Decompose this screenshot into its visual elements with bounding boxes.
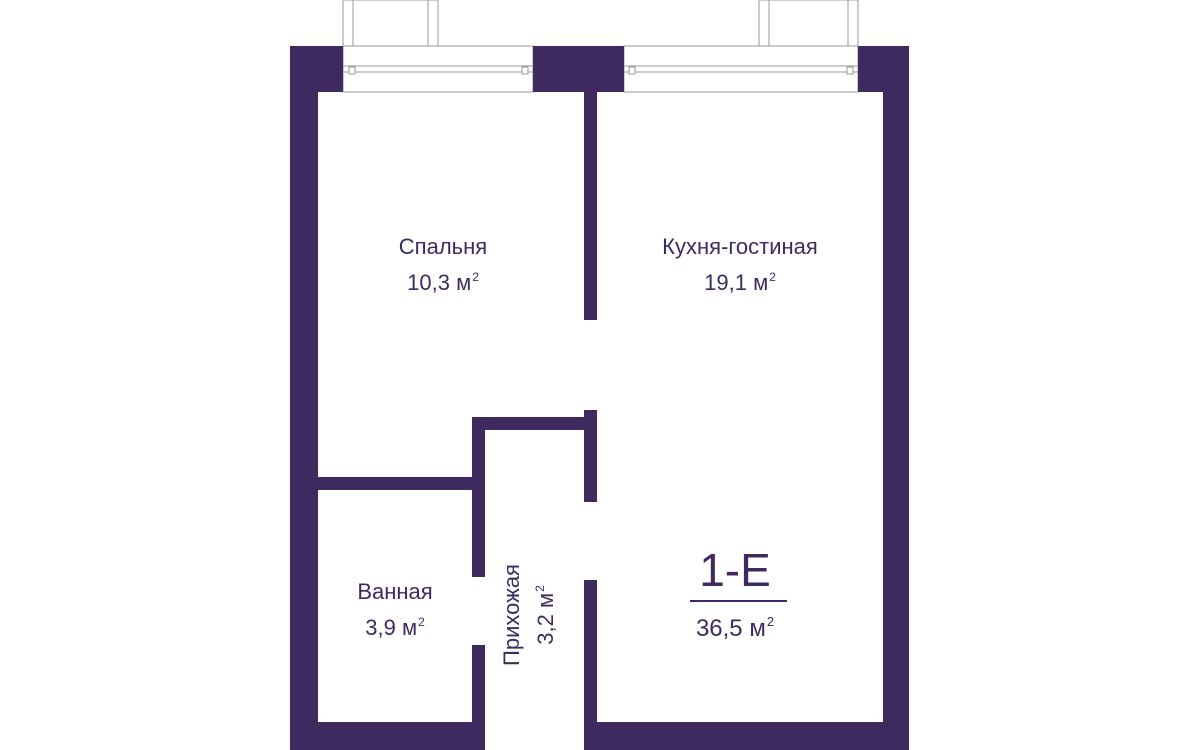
room-area-hallway: 3,2 м2 <box>526 564 560 666</box>
room-name-bedroom: Спальня <box>398 234 488 259</box>
room-area-value: 10,3 <box>407 270 450 295</box>
wall-bedroom-bath <box>318 477 485 490</box>
area-unit-power: 2 <box>418 615 425 629</box>
room-area-value: 19,1 <box>704 270 747 295</box>
wall-top-middle-pier <box>533 46 624 92</box>
wall-hall-left-lower <box>472 645 485 735</box>
area-unit: м <box>533 592 558 609</box>
room-area-value: 3,2 <box>533 614 558 645</box>
room-area-kitchen-living: 19,1 м2 <box>620 262 860 298</box>
room-label-bedroom: Спальня 10,3 м2 <box>343 232 543 298</box>
apartment-code: 1-Е <box>699 544 771 596</box>
wall-right <box>883 46 909 750</box>
wall-bottom-right <box>584 722 909 750</box>
room-name-hallway: Прихожая <box>499 564 524 666</box>
window-left <box>342 0 534 93</box>
room-name-kitchen-living: Кухня-гостиная <box>662 234 818 259</box>
apartment-total-area: 36,5 м2 <box>670 606 800 645</box>
wall-hall-top <box>472 417 597 430</box>
area-unit-power: 2 <box>533 585 547 592</box>
wall-hall-right-lower <box>584 580 597 735</box>
apartment-divider <box>690 600 787 602</box>
room-label-kitchen-living: Кухня-гостиная 19,1 м2 <box>620 232 860 298</box>
wall-left <box>290 46 318 750</box>
room-label-bathroom: Ванная 3,9 м2 <box>318 577 472 643</box>
room-area-value: 3,9 <box>365 615 396 640</box>
area-unit: м <box>401 615 418 640</box>
area-unit-power: 2 <box>766 614 775 629</box>
wall-bedroom-kitchen <box>584 92 597 320</box>
room-area-bathroom: 3,9 м2 <box>318 607 472 643</box>
area-unit-power: 2 <box>472 270 479 284</box>
area-unit: м <box>753 270 769 295</box>
wall-bottom-left <box>290 722 485 750</box>
window-right <box>623 0 859 93</box>
room-name-bathroom: Ванная <box>357 579 433 604</box>
room-area-bedroom: 10,3 м2 <box>343 262 543 298</box>
area-unit-power: 2 <box>769 270 776 284</box>
area-unit: м <box>749 615 766 642</box>
area-unit: м <box>456 270 472 295</box>
wall-hall-right-stub <box>584 410 597 502</box>
apartment-area-value: 36,5 <box>695 615 743 642</box>
wall-hall-left-upper <box>472 417 485 577</box>
